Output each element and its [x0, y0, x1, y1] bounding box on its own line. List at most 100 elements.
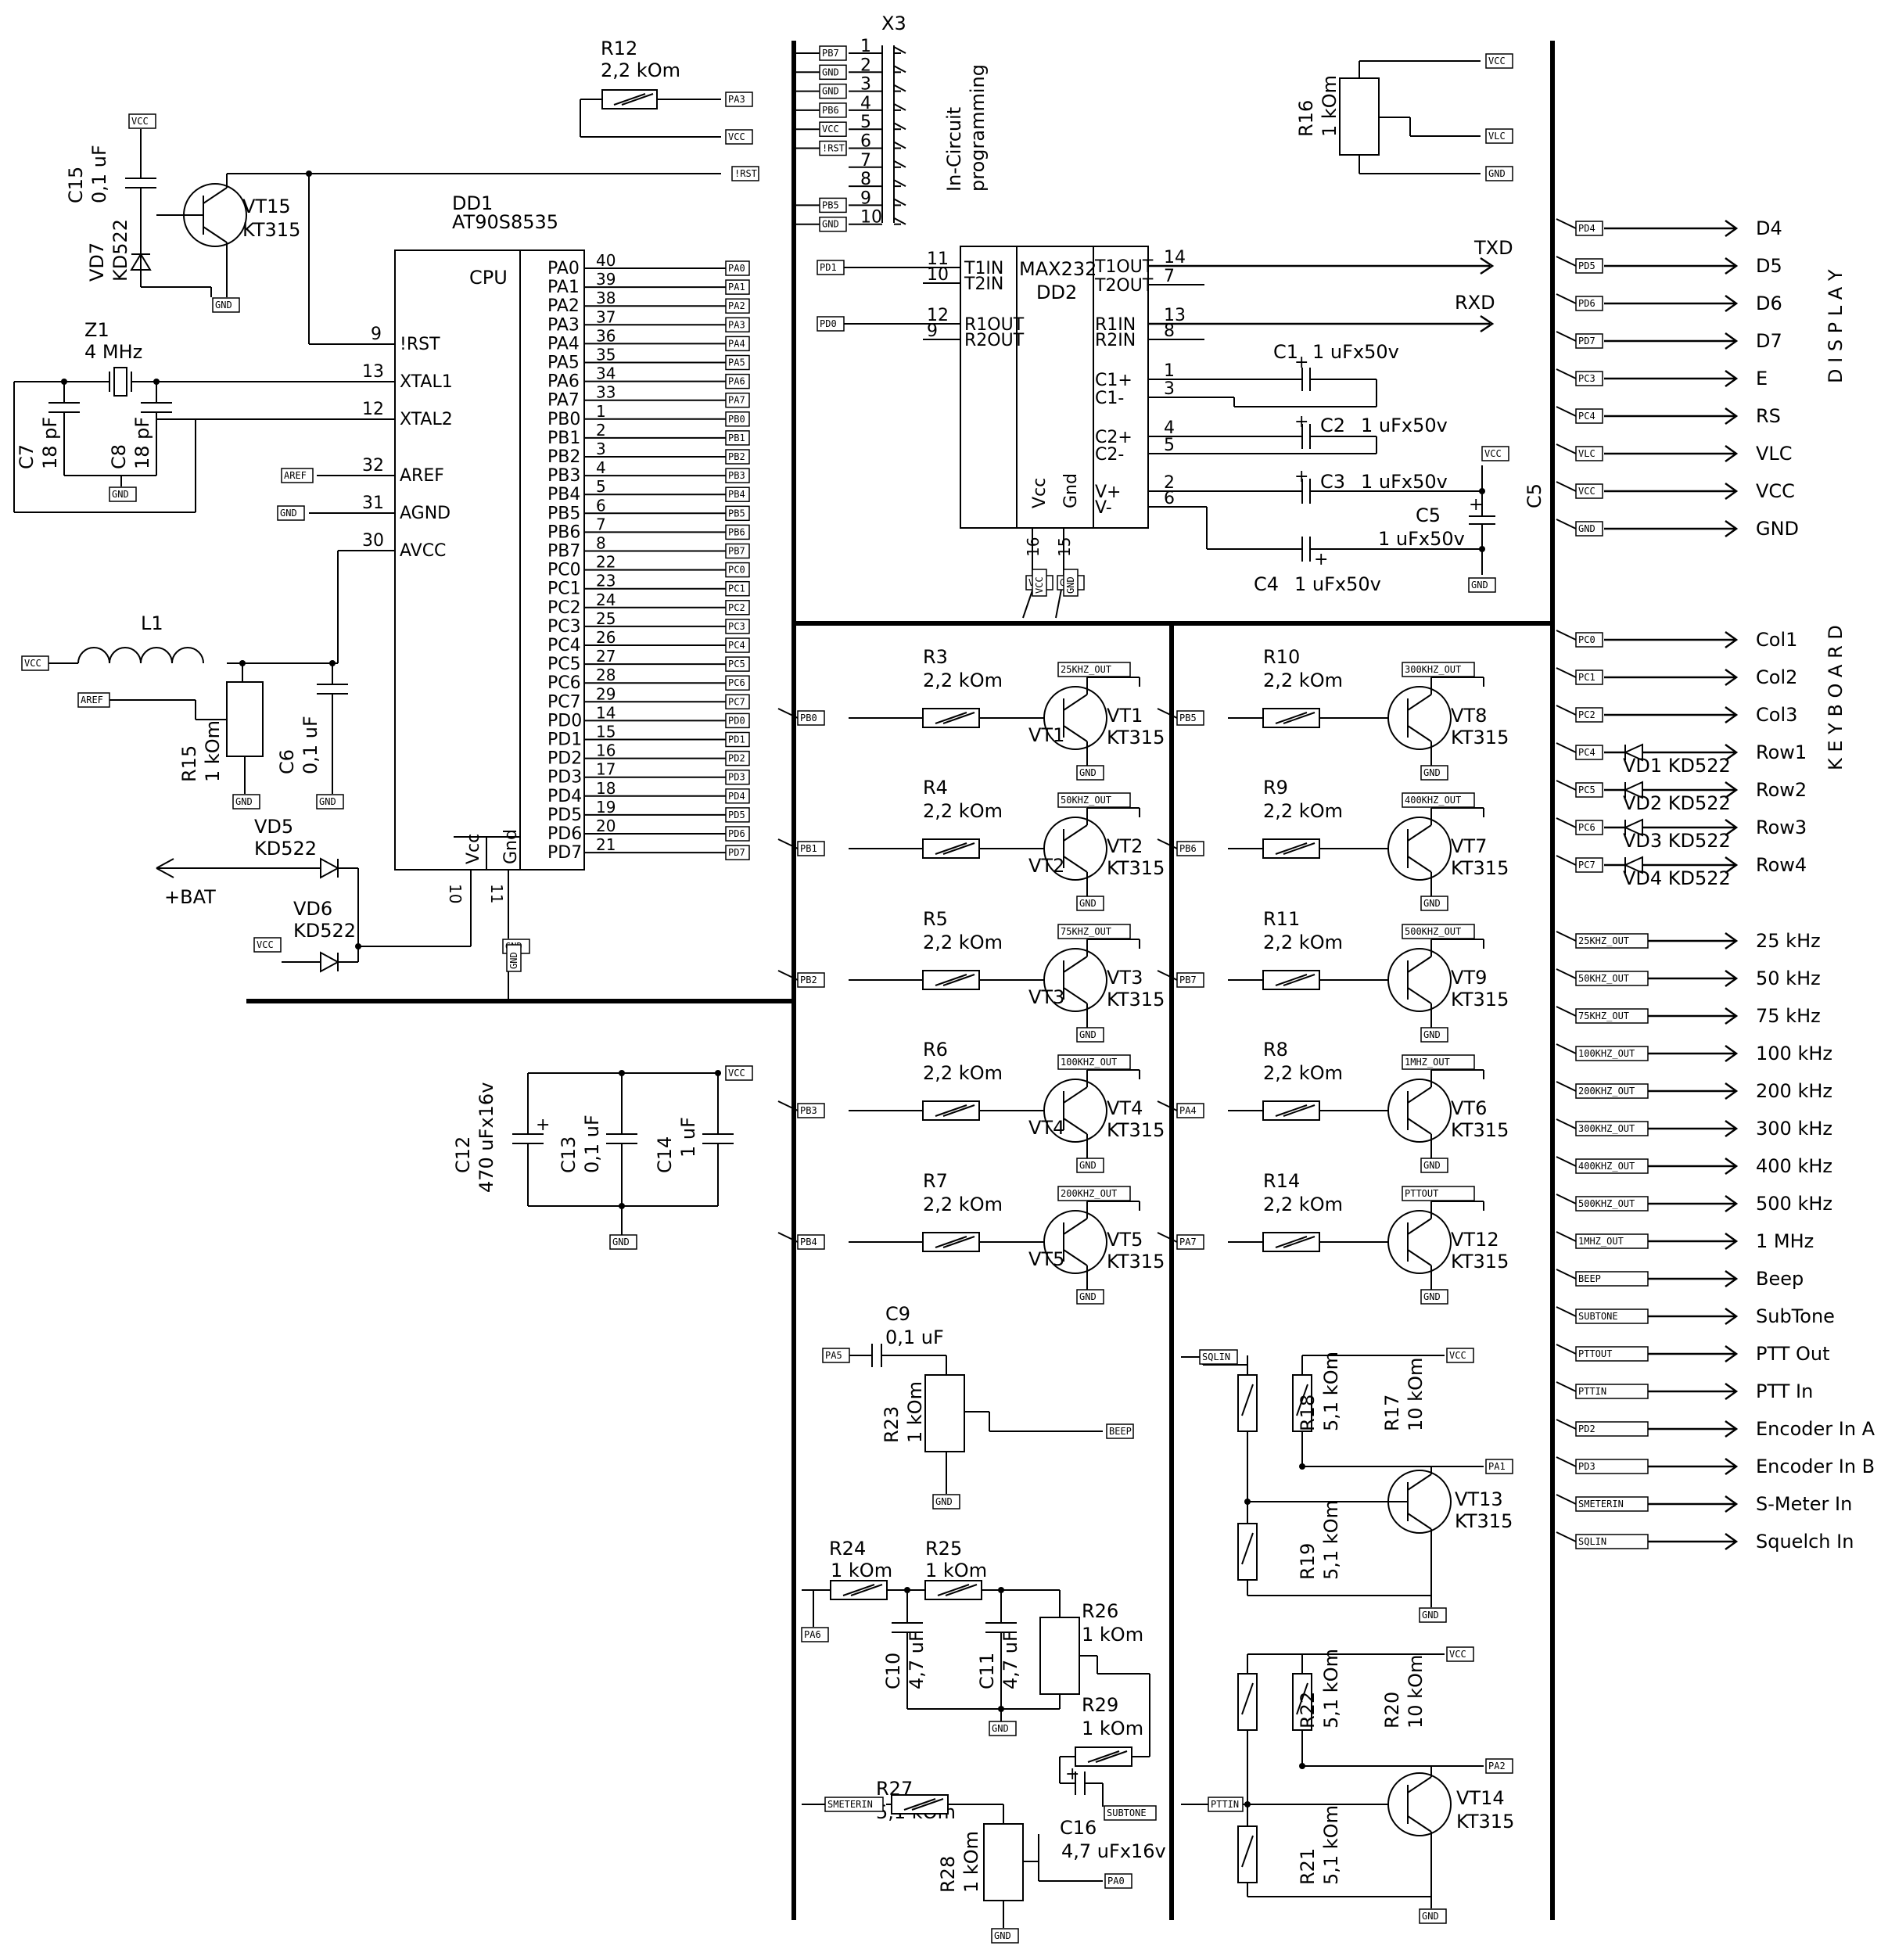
svg-text:VD6: VD6 [293, 898, 332, 920]
net-tag: PD4 [1575, 221, 1603, 236]
isp-connector-x3: X3 In-Circuit programming 1PB72GND3GND4P… [794, 13, 989, 232]
net-tag: PD5 [1575, 258, 1603, 274]
net-tag-text: PD6 [728, 828, 745, 839]
mcu-pin-num: 22 [596, 553, 616, 572]
net-tag-text: PA3 [728, 319, 745, 330]
svg-text:R18: R18 [1297, 1395, 1319, 1431]
svg-text:30: 30 [362, 531, 384, 551]
isp-pin-num: 7 [860, 151, 871, 171]
svg-text:1 uFx50v: 1 uFx50v [1294, 573, 1381, 595]
net-tag: PA2 [1485, 1758, 1513, 1774]
svg-text:470 uFx16v: 470 uFx16v [476, 1082, 497, 1193]
mcu-pin-name: PA5 [547, 354, 580, 373]
resistor-value: 2,2 kOm [923, 932, 1003, 953]
net-tag-text: PD5 [728, 809, 745, 820]
transistor-part: KT315 [1107, 857, 1165, 879]
connector-label: D5 [1756, 255, 1782, 277]
net-tag-text: PA1 [1488, 1461, 1506, 1472]
connector-label: D6 [1756, 293, 1782, 314]
net-tag: VLC [1575, 446, 1603, 461]
net-tag: SMETERIN [824, 1797, 884, 1812]
connector-line: PD5 D5 [1556, 255, 1782, 277]
connector-label: 500 kHz [1756, 1193, 1832, 1215]
isp-pin-num: 3 [860, 75, 871, 95]
svg-text:1 uFx50v: 1 uFx50v [1378, 528, 1465, 550]
transistor-ref: VT8 [1451, 705, 1487, 727]
net-tag-text: 75KHZ_OUT [1061, 926, 1111, 937]
svg-text:1 kOm: 1 kOm [831, 1560, 892, 1581]
net-tag-text: PC4 [1578, 747, 1595, 758]
net-tag: PD1 [817, 260, 845, 275]
svg-text:programming: programming [967, 64, 989, 192]
analog-supply: L1 R15 1 kOm C6 0,1 uF [48, 551, 348, 794]
resistor-ref: R7 [923, 1170, 948, 1192]
net-tag: PTTOUT [1575, 1346, 1649, 1362]
resistor-value: 2,2 kOm [923, 669, 1003, 691]
mcu-pin-name: PB7 [547, 542, 580, 562]
connector-label: SubTone [1756, 1305, 1835, 1327]
mcu-pin-name: PD7 [547, 843, 582, 863]
svg-text:C1: C1 [1273, 341, 1298, 363]
resistor-r19 [1237, 1523, 1258, 1581]
mcu-pin-num: 29 [596, 684, 616, 703]
svg-text:10 kOm: 10 kOm [1405, 1655, 1427, 1728]
switch-stages: R32,2 kOmVT1KT315VT1PB025KHZ_OUTGNDR42,2… [777, 646, 1509, 1305]
net-tag: 50KHZ_OUT [1057, 792, 1131, 808]
mcu-pin-name: PD2 [547, 749, 582, 769]
mcu-vcc-pin: 10 [446, 884, 465, 903]
svg-text:C12: C12 [452, 1136, 474, 1173]
net-tag: 1MHZ_OUT [1575, 1233, 1649, 1249]
svg-text:C16: C16 [1060, 1817, 1097, 1839]
transistor [1043, 1079, 1107, 1143]
mcu-pin-num: 24 [596, 591, 616, 609]
transistor-part: KT315 [1107, 1251, 1165, 1273]
max232-body [960, 246, 1149, 529]
svg-text:13: 13 [362, 362, 384, 382]
mcu-part: AT90S8535 [452, 211, 558, 233]
net-tag: PA3 [725, 92, 753, 107]
keyboard-diode: VD2 KD522 [1623, 781, 1731, 814]
isp-pin-num: 1 [860, 37, 871, 56]
svg-text:1 kOm: 1 kOm [960, 1831, 982, 1893]
net-tag-text: PC2 [728, 602, 745, 613]
net-tag: GND [1076, 1158, 1104, 1173]
max232-pin-num: 8 [1164, 321, 1175, 341]
net-tag: PA4 [1176, 1103, 1204, 1118]
net-tag: 1MHZ_OUT [1402, 1054, 1475, 1070]
net-tag: PC3 [725, 619, 750, 634]
net-tag-text: PB5 [728, 508, 745, 519]
svg-text:4,7 uFx16v: 4,7 uFx16v [1061, 1840, 1166, 1862]
net-tag-text: !RST [822, 143, 845, 154]
net-tag: PB4 [725, 486, 750, 502]
resistor-r17 [1292, 1374, 1312, 1432]
transistor-ref: VT9 [1451, 967, 1487, 989]
svg-text:KT315: KT315 [1455, 1510, 1513, 1532]
svg-text:4,7 uF: 4,7 uF [906, 1631, 928, 1689]
net-tag-text: PC6 [728, 677, 745, 688]
transistor-part: KT315 [1451, 727, 1509, 748]
svg-text:R25: R25 [925, 1538, 962, 1560]
mcu-body [394, 249, 585, 871]
mcu-pin-num: 8 [596, 534, 606, 553]
mcu-pin-name: PB1 [547, 429, 580, 448]
transistor-ref: VT3 [1107, 967, 1143, 989]
net-tag: !RST [731, 166, 759, 181]
net-tag-text: PC7 [728, 696, 745, 707]
mcu-pin-name: PA2 [547, 296, 580, 316]
net-tag-text: PC5 [728, 659, 745, 669]
net-tag: PC6 [725, 675, 750, 691]
mcu-pin-name: PD1 [547, 731, 582, 750]
